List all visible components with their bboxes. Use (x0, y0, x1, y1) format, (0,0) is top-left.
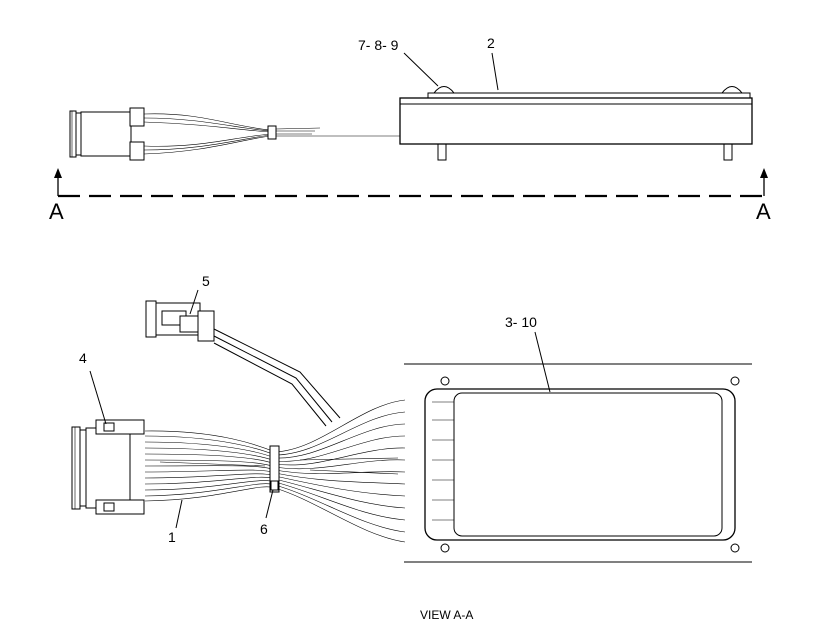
callout-3-10: 3- 10 (505, 314, 537, 330)
section-mark-left: A (49, 199, 64, 224)
callout-7-8-9: 7- 8- 9 (358, 37, 399, 53)
view-a-a (71, 289, 752, 563)
view-title: VIEW A-A (420, 608, 473, 622)
connector-5 (145, 300, 215, 342)
callout-2: 2 (487, 35, 495, 51)
side-view-connector (69, 107, 145, 161)
callout-1: 1 (168, 529, 176, 545)
module-top (424, 388, 736, 541)
tie-strap (269, 445, 280, 493)
branch-wires (213, 328, 341, 427)
connector-1 (71, 419, 145, 515)
callout-6: 6 (260, 521, 268, 537)
side-view-wires (143, 113, 400, 155)
side-view (54, 52, 768, 198)
mounting-plate (404, 363, 752, 563)
callout-4: 4 (79, 350, 87, 366)
callout-5: 5 (202, 273, 210, 289)
side-view-module (399, 86, 753, 161)
section-line (54, 168, 768, 198)
section-mark-right: A (756, 199, 771, 224)
